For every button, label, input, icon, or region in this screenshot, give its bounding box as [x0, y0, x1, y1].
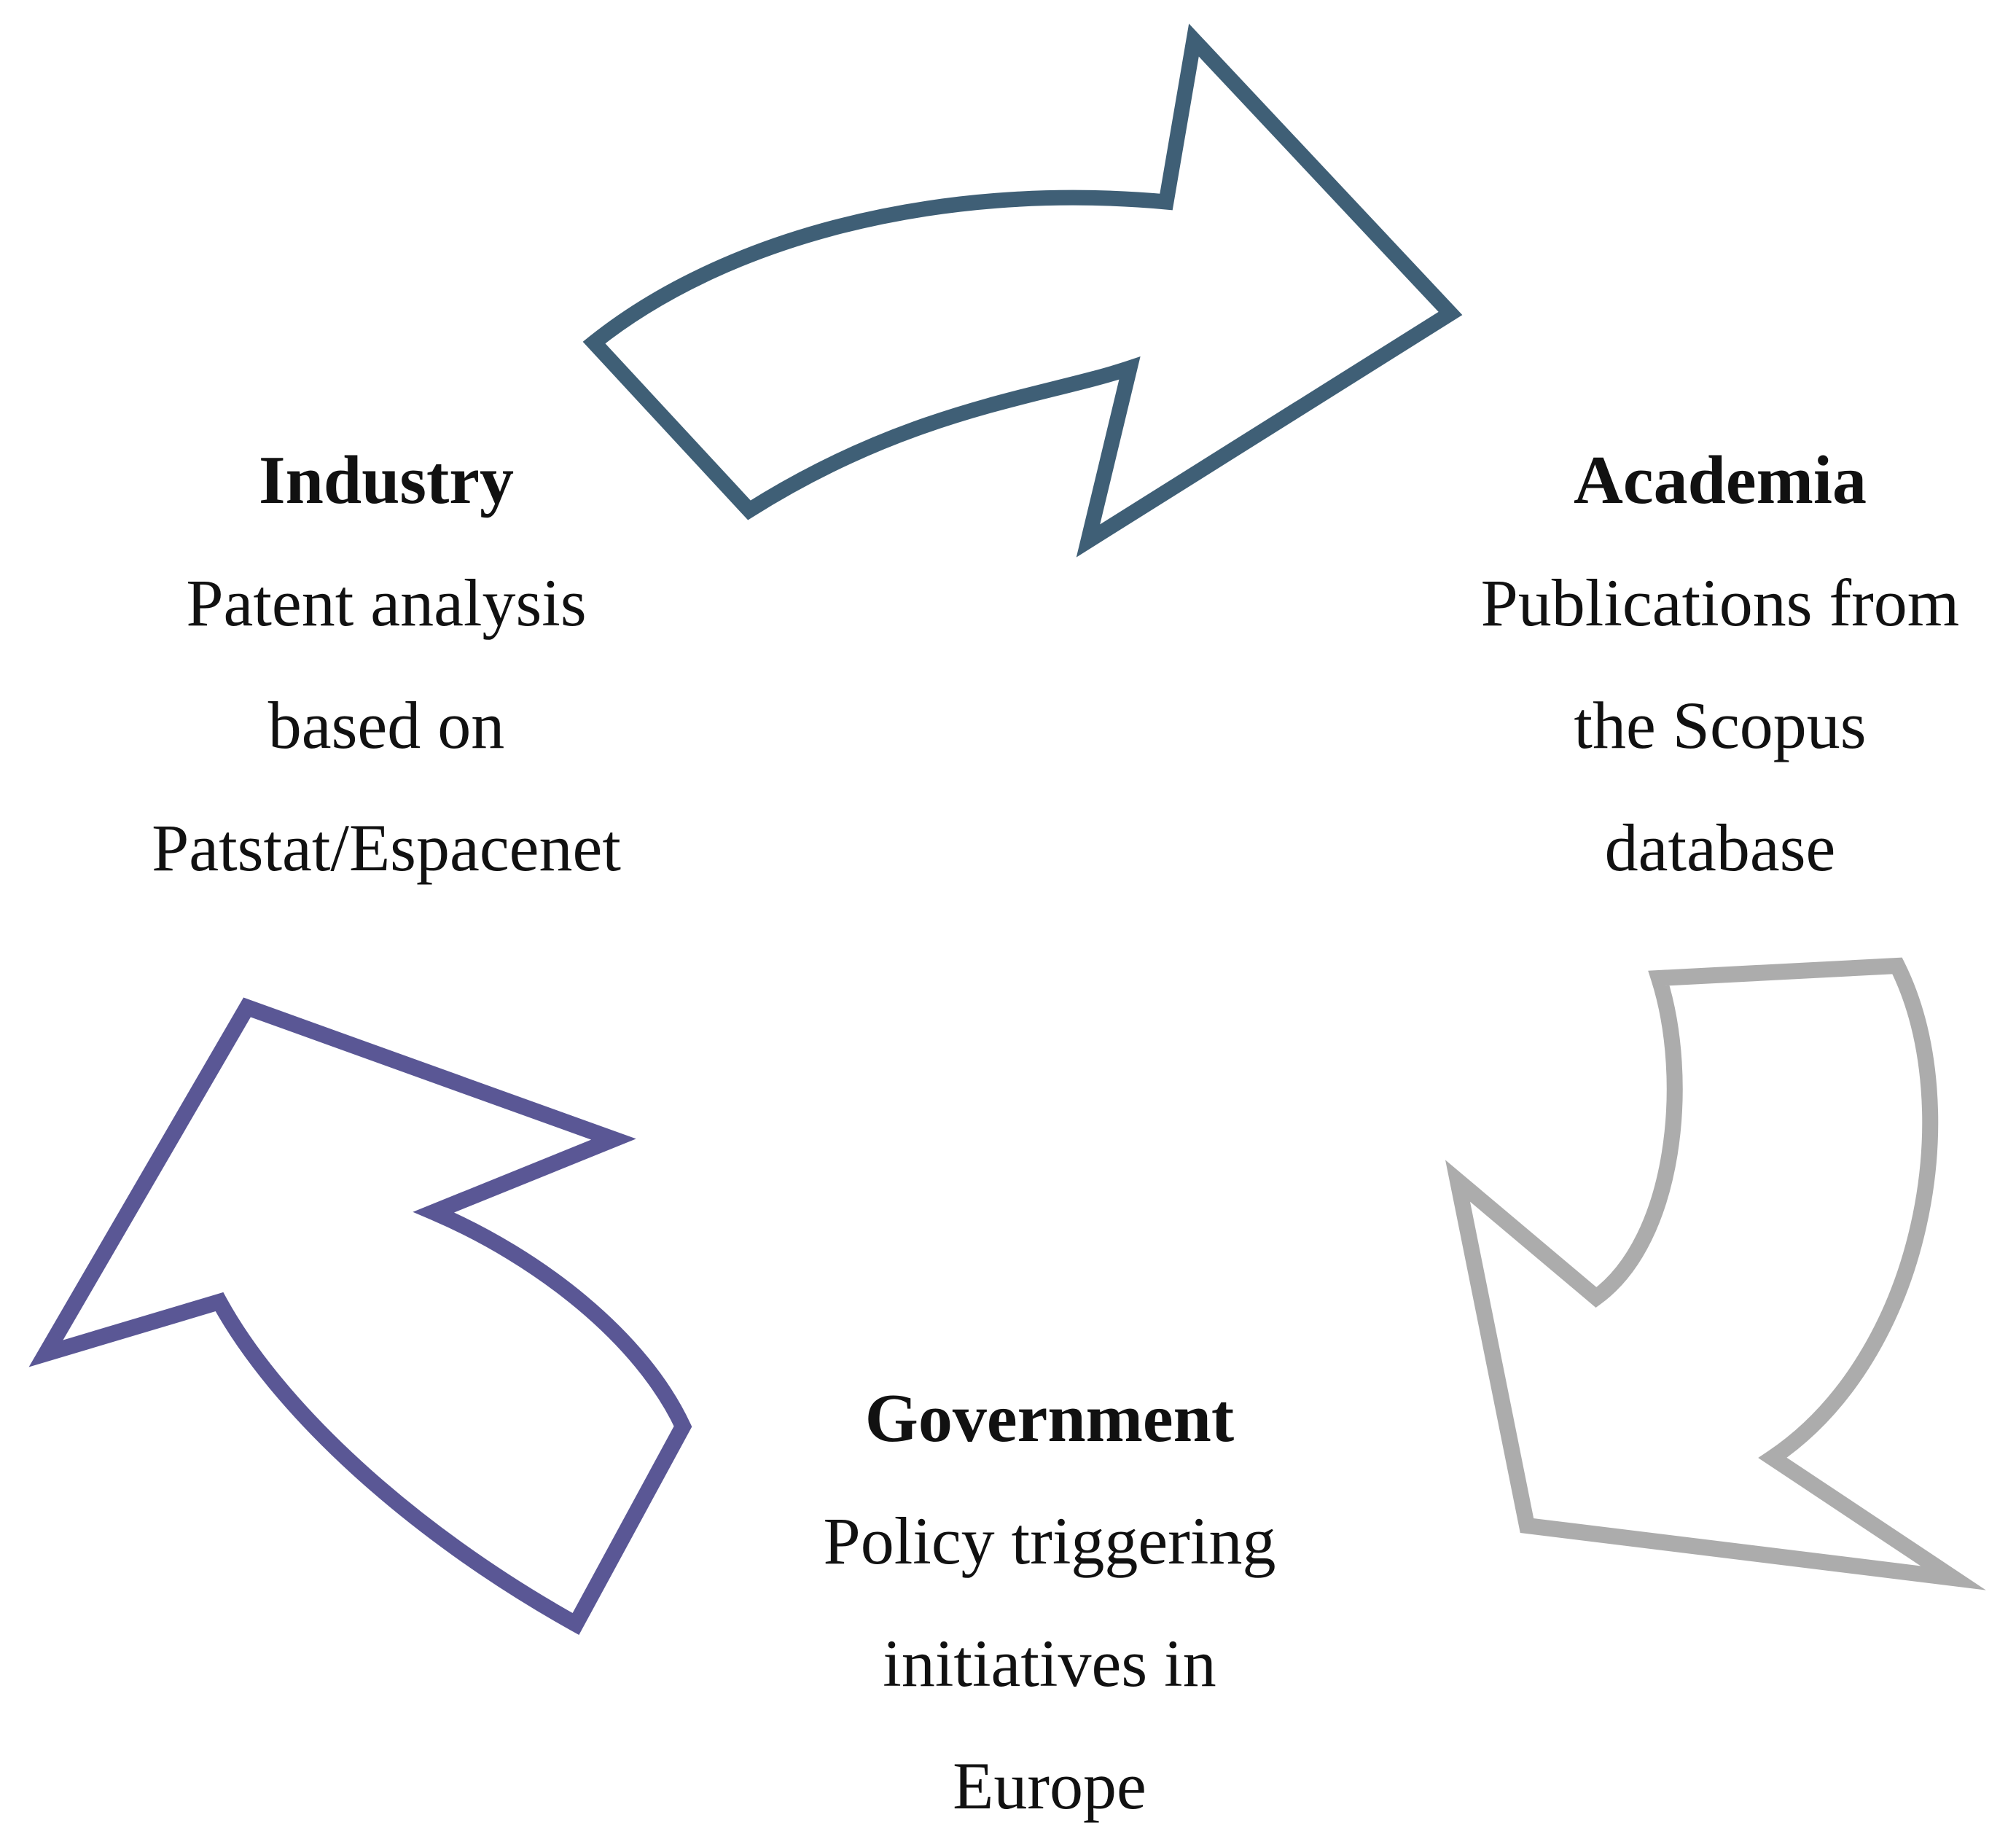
curved-arrow-left-icon [28, 997, 692, 1636]
academia-line: database [1604, 811, 1836, 885]
government-line: Europe [953, 1749, 1146, 1823]
academia-line: the Scopus [1574, 688, 1867, 762]
academia-title: Academia [1573, 442, 1867, 518]
academia-line: Publications from [1480, 566, 1960, 640]
curved-arrow-top-icon [582, 23, 1463, 558]
curved-arrow-right-icon [1445, 957, 1986, 1590]
government-line: initiatives in [883, 1626, 1216, 1701]
industry-line: Patstat/Espacenet [152, 811, 621, 885]
industry-line: based on [267, 688, 505, 762]
node-industry: Industry Patent analysis based on Patsta… [95, 419, 678, 909]
node-government: Government Policy triggering initiatives… [758, 1357, 1341, 1839]
government-title: Government [864, 1381, 1235, 1456]
industry-title: Industry [258, 442, 515, 518]
industry-line: Patent analysis [186, 566, 587, 640]
government-line: Policy triggering [823, 1504, 1276, 1578]
node-academia: Academia Publications from the Scopus da… [1425, 419, 2015, 909]
